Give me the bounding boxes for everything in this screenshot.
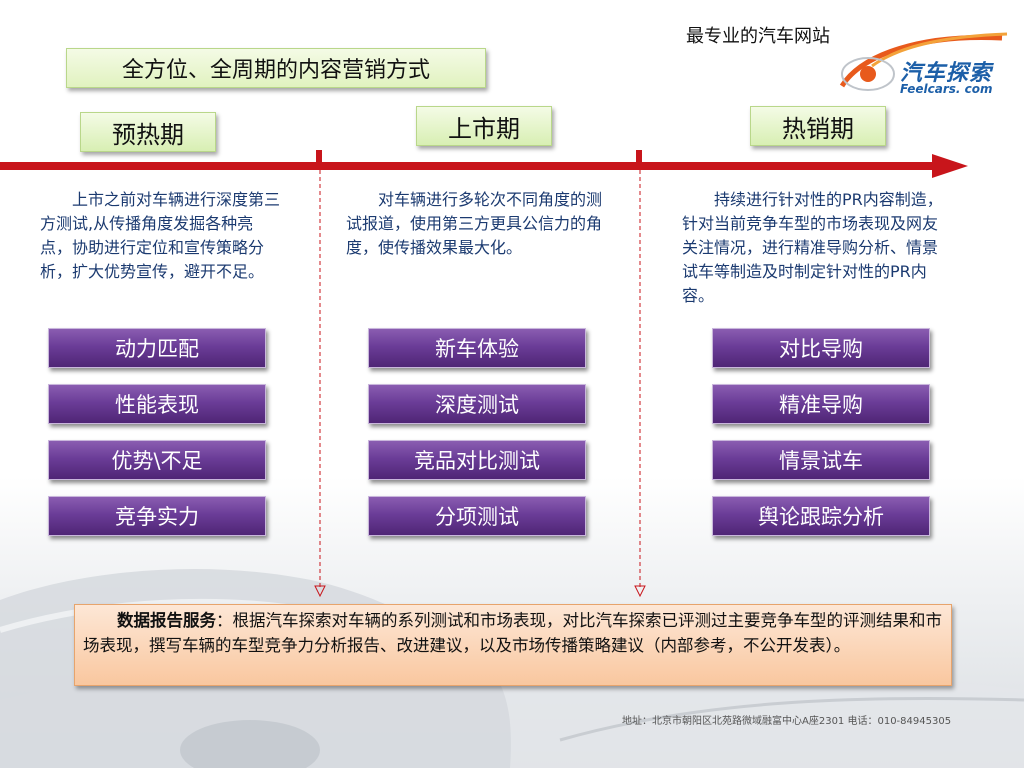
feature-itemized-test: 分项测试 <box>368 496 586 536</box>
phase-launch-description: 对车辆进行多轮次不同角度的测试报道，使用第三方更具公信力的角度，使传播效果最大化… <box>346 190 603 257</box>
logo-url: Feelcars. com <box>900 82 993 96</box>
feature-scenario-test-drive: 情景试车 <box>712 440 930 480</box>
phase-hot-sale: 热销期 <box>750 106 886 146</box>
feature-new-car-experience: 新车体验 <box>368 328 586 368</box>
feature-competitiveness: 竞争实力 <box>48 496 266 536</box>
phase-hot-sale-description: 持续进行针对性的PR内容制造，针对当前竞争车型的市场表现及网友关注情况，进行精准… <box>682 190 943 305</box>
feature-strengths-weaknesses: 优势\不足 <box>48 440 266 480</box>
timeline-arrow <box>0 150 968 178</box>
feature-in-depth-test: 深度测试 <box>368 384 586 424</box>
phase-preheat-description: 上市之前对车辆进行深度第三方测试,从传播角度发掘各种亮点，协助进行定位和宣传策略… <box>40 190 281 281</box>
site-tagline: 最专业的汽车网站 <box>686 26 830 47</box>
report-text: ：根据汽车探索对车辆的系列测试和市场表现，对比汽车探索已评测过主要竞争车型的评测… <box>83 611 942 655</box>
feature-competitor-comparison-test: 竞品对比测试 <box>368 440 586 480</box>
footer-address: 地址：北京市朝阳区北苑路微域融富中心A座2301 电话：010-84945305 <box>622 716 952 727</box>
logo-wordmark: 汽车探索 <box>900 61 993 86</box>
page-title: 全方位、全周期的内容营销方式 <box>66 48 486 88</box>
feelcars-logo-icon <box>839 32 1008 91</box>
phase-preheat: 预热期 <box>80 112 216 152</box>
feature-precise-guide: 精准导购 <box>712 384 930 424</box>
report-lead: 数据报告服务 <box>117 611 216 630</box>
phase-launch: 上市期 <box>416 106 552 146</box>
data-report-service-box: 数据报告服务：根据汽车探索对车辆的系列测试和市场表现，对比汽车探索已评测过主要竞… <box>74 604 952 686</box>
feature-opinion-tracking: 舆论跟踪分析 <box>712 496 930 536</box>
phase-dividers <box>314 170 646 598</box>
feature-performance: 性能表现 <box>48 384 266 424</box>
feature-power-matching: 动力匹配 <box>48 328 266 368</box>
feature-comparison-guide: 对比导购 <box>712 328 930 368</box>
